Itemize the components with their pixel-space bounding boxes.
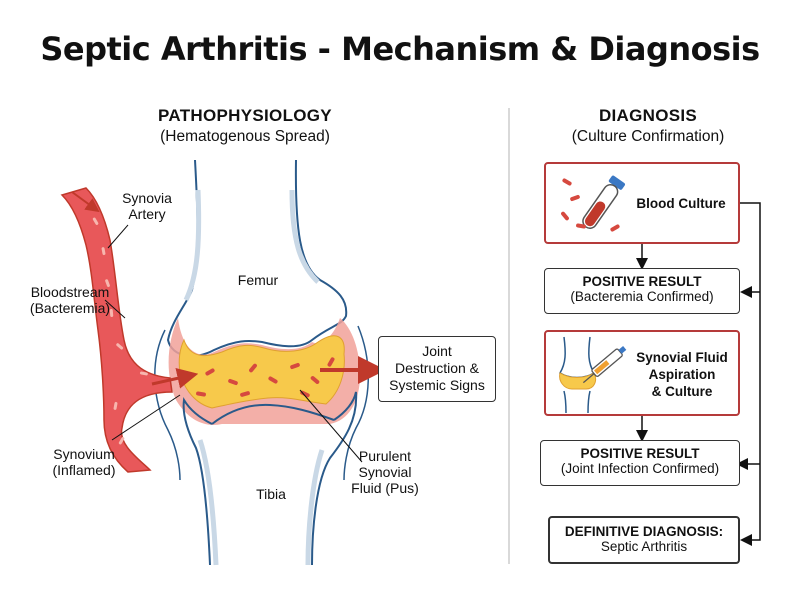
purulent-fluid [178,335,345,409]
synovium-label: Synovium (Inflamed) [52,446,116,478]
purulent-fluid-label: Purulent Synovial Fluid (Pus) [351,448,419,496]
diagnosis-heading: DIAGNOSIS [598,106,698,125]
blood-culture-label: Blood Culture [636,196,726,211]
pathophysiology-heading: PATHOPHYSIOLOGY [158,106,332,125]
diagnosis-subheading: (Culture Confirmation) [571,128,725,145]
femur-label: Femur [237,272,279,288]
diagnosis-heading-group: DIAGNOSIS (Culture Confirmation) [528,106,768,146]
synovia-artery-label: Synovia Artery [122,190,172,222]
section-divider [508,108,510,564]
synovial-fluid-step: Synovial Fluid Aspiration & Culture [544,330,740,416]
bacteria-icon [196,357,335,398]
definitive-diagnosis: DEFINITIVE DIAGNOSIS: Septic Arthritis [548,516,740,564]
synovial-artery [60,187,173,473]
page-title: Septic Arthritis - Mechanism & Diagnosis [40,30,760,68]
bloodstream-label: Bloodstream (Bacteremia) [29,284,111,316]
synovial-fluid-label: Synovial Fluid Aspiration & Culture [636,350,728,399]
tibia-bone [182,391,358,566]
outcome-box: Joint Destruction & Systemic Signs [378,336,496,402]
blood-culture-step: Blood Culture [544,162,740,244]
positive-result-bacteremia: POSITIVE RESULT (Bacteremia Confirmed) [544,268,740,314]
blood-culture-tube-icon [561,175,625,232]
positive-result-joint-infection: POSITIVE RESULT (Joint Infection Confirm… [540,440,740,486]
pathophysiology-subheading: (Hematogenous Spread) [160,128,330,145]
syringe-knee-icon [558,336,627,414]
tibia-label: Tibia [256,486,286,502]
pathophysiology-heading-group: PATHOPHYSIOLOGY (Hematogenous Spread) [100,106,390,146]
